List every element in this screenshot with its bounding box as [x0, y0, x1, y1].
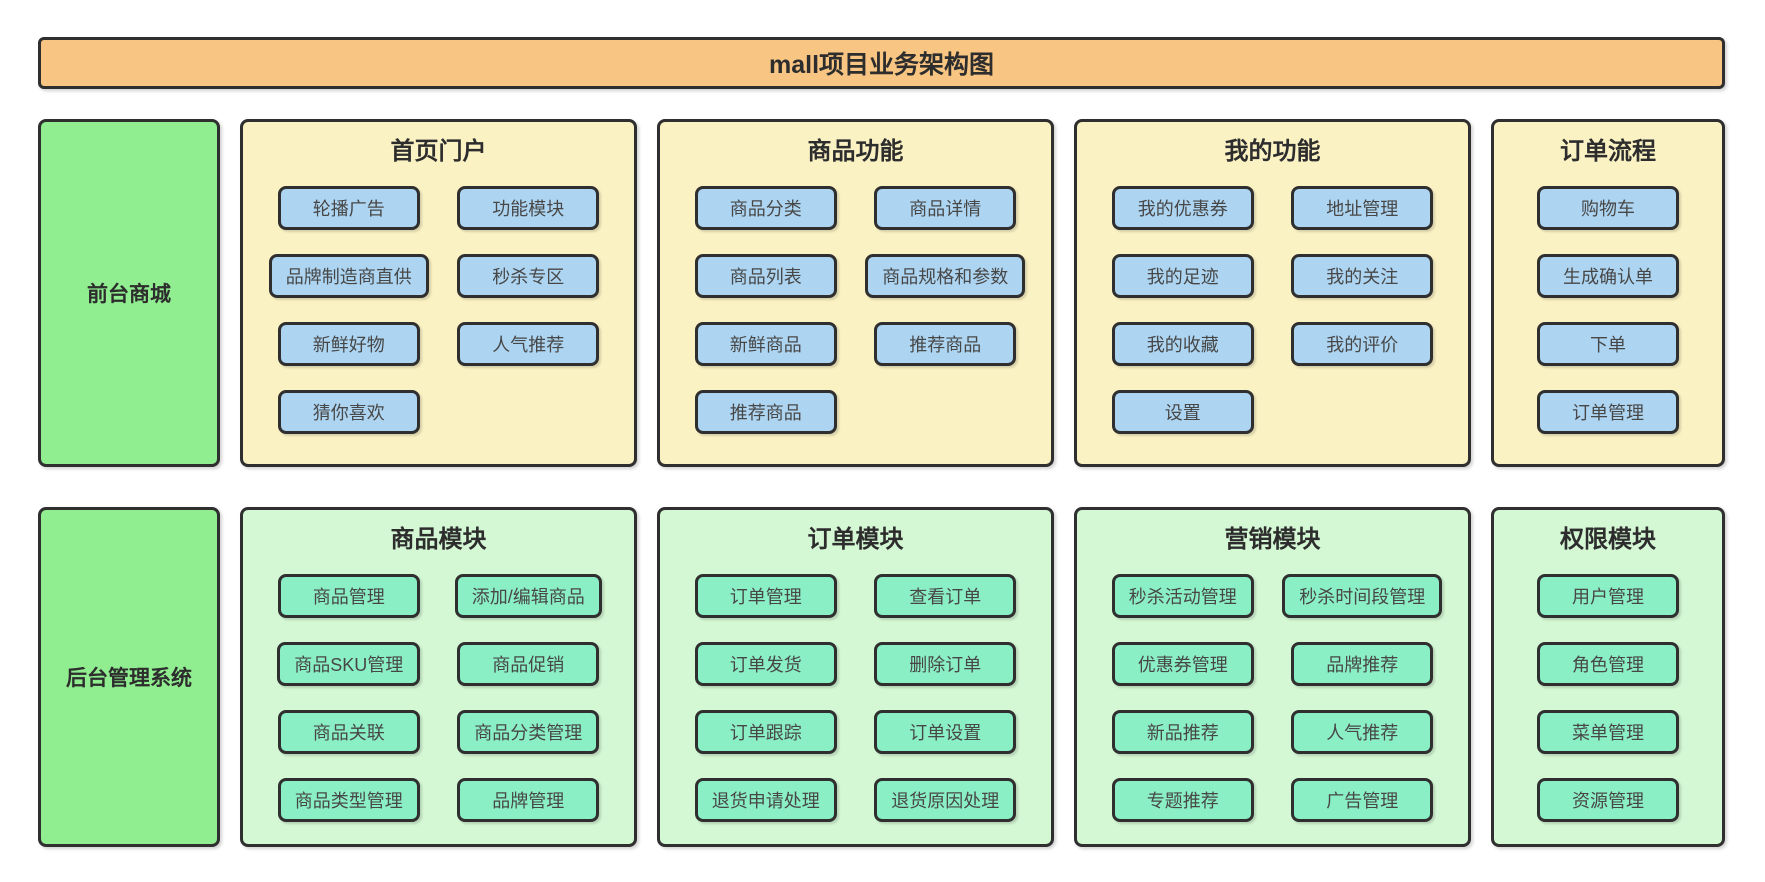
node-product-module-4: 商品关联	[277, 710, 420, 754]
node-order-module-1: 查看订单	[874, 574, 1017, 618]
sidebar-frontend-mall: 前台商城	[38, 119, 220, 467]
node-product-module-1: 添加/编辑商品	[454, 574, 602, 618]
diagram-title: mall项目业务架构图	[38, 37, 1725, 89]
panel-items-order-module: 订单管理查看订单订单发货删除订单订单跟踪订单设置退货申请处理退货原因处理	[676, 574, 1035, 822]
node-marketing-module-1: 秒杀时间段管理	[1282, 574, 1443, 618]
panel-title-home-portal: 首页门户	[390, 138, 487, 165]
sidebar-label-backend-admin: 后台管理系统	[66, 667, 192, 690]
node-product-features-1: 商品详情	[874, 186, 1017, 230]
panel-order-module: 订单模块订单管理查看订单订单发货删除订单订单跟踪订单设置退货申请处理退货原因处理	[657, 507, 1054, 847]
node-product-module-7: 品牌管理	[457, 778, 600, 822]
node-order-module-4: 订单跟踪	[694, 710, 837, 754]
node-my-features-0: 我的优惠券	[1111, 186, 1254, 230]
node-order-flow-0: 购物车	[1536, 186, 1679, 230]
node-product-features-4: 新鲜商品	[694, 322, 837, 366]
node-product-features-6: 推荐商品	[694, 390, 837, 434]
node-order-module-2: 订单发货	[694, 642, 837, 686]
node-product-module-5: 商品分类管理	[457, 710, 600, 754]
node-marketing-module-4: 新品推荐	[1111, 710, 1254, 754]
node-home-portal-3: 秒杀专区	[457, 254, 600, 298]
node-order-flow-3: 订单管理	[1536, 390, 1679, 434]
node-product-module-6: 商品类型管理	[277, 778, 420, 822]
node-order-module-7: 退货原因处理	[874, 778, 1017, 822]
node-home-portal-4: 新鲜好物	[277, 322, 420, 366]
node-marketing-module-3: 品牌推荐	[1291, 642, 1434, 686]
node-product-features-5: 推荐商品	[874, 322, 1017, 366]
sidebar-label-frontend-mall: 前台商城	[87, 283, 171, 306]
panel-title-permission-module: 权限模块	[1559, 526, 1656, 553]
panel-order-flow: 订单流程购物车生成确认单下单订单管理	[1491, 119, 1725, 467]
panel-my-features: 我的功能我的优惠券地址管理我的足迹我的关注我的收藏我的评价设置	[1074, 119, 1471, 467]
node-product-features-2: 商品列表	[694, 254, 837, 298]
node-product-module-2: 商品SKU管理	[277, 642, 421, 686]
node-order-module-3: 删除订单	[874, 642, 1017, 686]
node-permission-module-1: 角色管理	[1536, 642, 1679, 686]
node-product-module-0: 商品管理	[277, 574, 420, 618]
diagram-body: 前台商城首页门户轮播广告功能模块品牌制造商直供秒杀专区新鲜好物人气推荐猜你喜欢商…	[38, 119, 1725, 847]
node-order-module-0: 订单管理	[694, 574, 837, 618]
node-marketing-module-7: 广告管理	[1291, 778, 1434, 822]
node-home-portal-5: 人气推荐	[457, 322, 600, 366]
sidebar-backend-admin: 后台管理系统	[38, 507, 220, 847]
panel-title-order-flow: 订单流程	[1559, 138, 1656, 165]
panel-title-marketing-module: 营销模块	[1224, 526, 1321, 553]
node-permission-module-2: 菜单管理	[1536, 710, 1679, 754]
panel-permission-module: 权限模块用户管理角色管理菜单管理资源管理	[1491, 507, 1725, 847]
panel-home-portal: 首页门户轮播广告功能模块品牌制造商直供秒杀专区新鲜好物人气推荐猜你喜欢	[240, 119, 637, 467]
panel-product-features: 商品功能商品分类商品详情商品列表商品规格和参数新鲜商品推荐商品推荐商品	[657, 119, 1054, 467]
panel-items-marketing-module: 秒杀活动管理秒杀时间段管理优惠券管理品牌推荐新品推荐人气推荐专题推荐广告管理	[1093, 574, 1452, 822]
node-order-flow-1: 生成确认单	[1536, 254, 1679, 298]
node-home-portal-0: 轮播广告	[277, 186, 420, 230]
node-permission-module-3: 资源管理	[1536, 778, 1679, 822]
node-order-module-5: 订单设置	[874, 710, 1017, 754]
node-home-portal-2: 品牌制造商直供	[268, 254, 429, 298]
node-my-features-1: 地址管理	[1291, 186, 1434, 230]
panel-marketing-module: 营销模块秒杀活动管理秒杀时间段管理优惠券管理品牌推荐新品推荐人气推荐专题推荐广告…	[1074, 507, 1471, 847]
panel-product-module: 商品模块商品管理添加/编辑商品商品SKU管理商品促销商品关联商品分类管理商品类型…	[240, 507, 637, 847]
panel-title-my-features: 我的功能	[1224, 138, 1321, 165]
panel-items-product-features: 商品分类商品详情商品列表商品规格和参数新鲜商品推荐商品推荐商品	[676, 186, 1035, 434]
layer-row-backend-admin: 后台管理系统 商品模块商品管理添加/编辑商品商品SKU管理商品促销商品关联商品分类…	[38, 507, 1725, 847]
node-product-features-0: 商品分类	[694, 186, 837, 230]
node-my-features-2: 我的足迹	[1111, 254, 1254, 298]
node-permission-module-0: 用户管理	[1536, 574, 1679, 618]
panel-title-order-module: 订单模块	[807, 526, 904, 553]
layer-row-frontend-mall: 前台商城首页门户轮播广告功能模块品牌制造商直供秒杀专区新鲜好物人气推荐猜你喜欢商…	[38, 119, 1725, 467]
panel-items-permission-module: 用户管理角色管理菜单管理资源管理	[1510, 574, 1706, 822]
node-marketing-module-5: 人气推荐	[1291, 710, 1434, 754]
panel-items-order-flow: 购物车生成确认单下单订单管理	[1510, 186, 1706, 434]
node-marketing-module-2: 优惠券管理	[1111, 642, 1254, 686]
node-home-portal-1: 功能模块	[457, 186, 600, 230]
node-order-module-6: 退货申请处理	[694, 778, 837, 822]
node-product-features-3: 商品规格和参数	[865, 254, 1026, 298]
panel-items-my-features: 我的优惠券地址管理我的足迹我的关注我的收藏我的评价设置	[1093, 186, 1452, 434]
node-order-flow-2: 下单	[1536, 322, 1679, 366]
panel-title-product-module: 商品模块	[390, 526, 487, 553]
node-my-features-4: 我的收藏	[1111, 322, 1254, 366]
node-home-portal-6: 猜你喜欢	[277, 390, 420, 434]
panel-title-product-features: 商品功能	[807, 138, 904, 165]
node-product-module-3: 商品促销	[457, 642, 600, 686]
node-marketing-module-0: 秒杀活动管理	[1111, 574, 1254, 618]
panel-items-home-portal: 轮播广告功能模块品牌制造商直供秒杀专区新鲜好物人气推荐猜你喜欢	[259, 186, 618, 434]
node-my-features-6: 设置	[1111, 390, 1254, 434]
node-marketing-module-6: 专题推荐	[1111, 778, 1254, 822]
node-my-features-3: 我的关注	[1291, 254, 1434, 298]
node-my-features-5: 我的评价	[1291, 322, 1434, 366]
panel-items-product-module: 商品管理添加/编辑商品商品SKU管理商品促销商品关联商品分类管理商品类型管理品牌…	[259, 574, 618, 822]
